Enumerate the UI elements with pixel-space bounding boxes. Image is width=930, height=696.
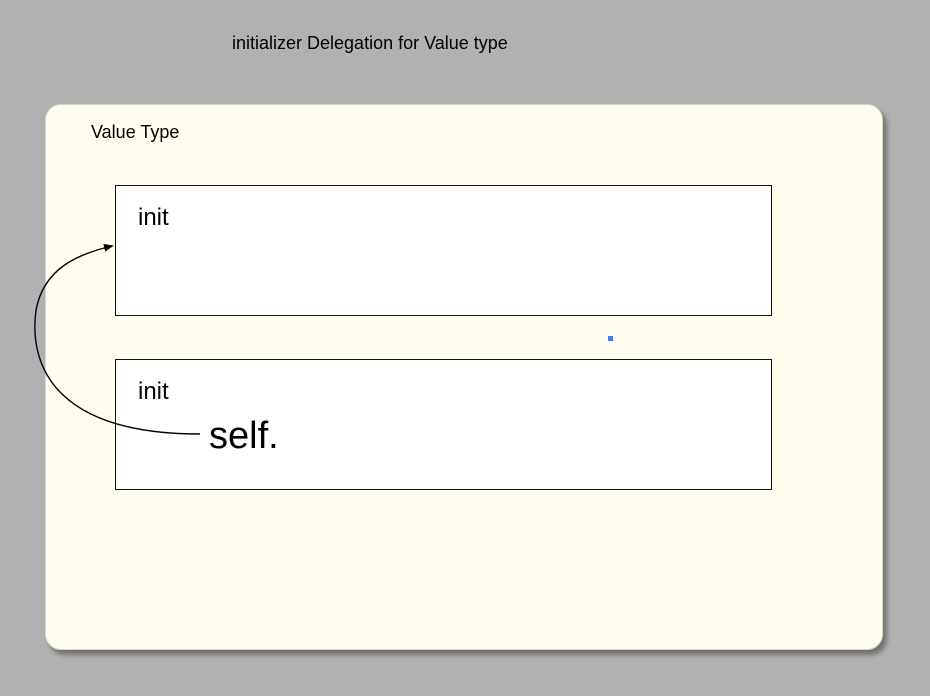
selection-handle xyxy=(608,336,613,341)
init-label-bottom: init xyxy=(138,378,169,405)
diagram-title: initializer Delegation for Value type xyxy=(232,33,508,53)
init-box-top: init xyxy=(115,185,772,316)
self-call-label: self. xyxy=(209,415,279,457)
init-label-top: init xyxy=(138,204,169,231)
panel-label: Value Type xyxy=(91,122,180,142)
init-box-bottom: init self. xyxy=(115,359,772,490)
